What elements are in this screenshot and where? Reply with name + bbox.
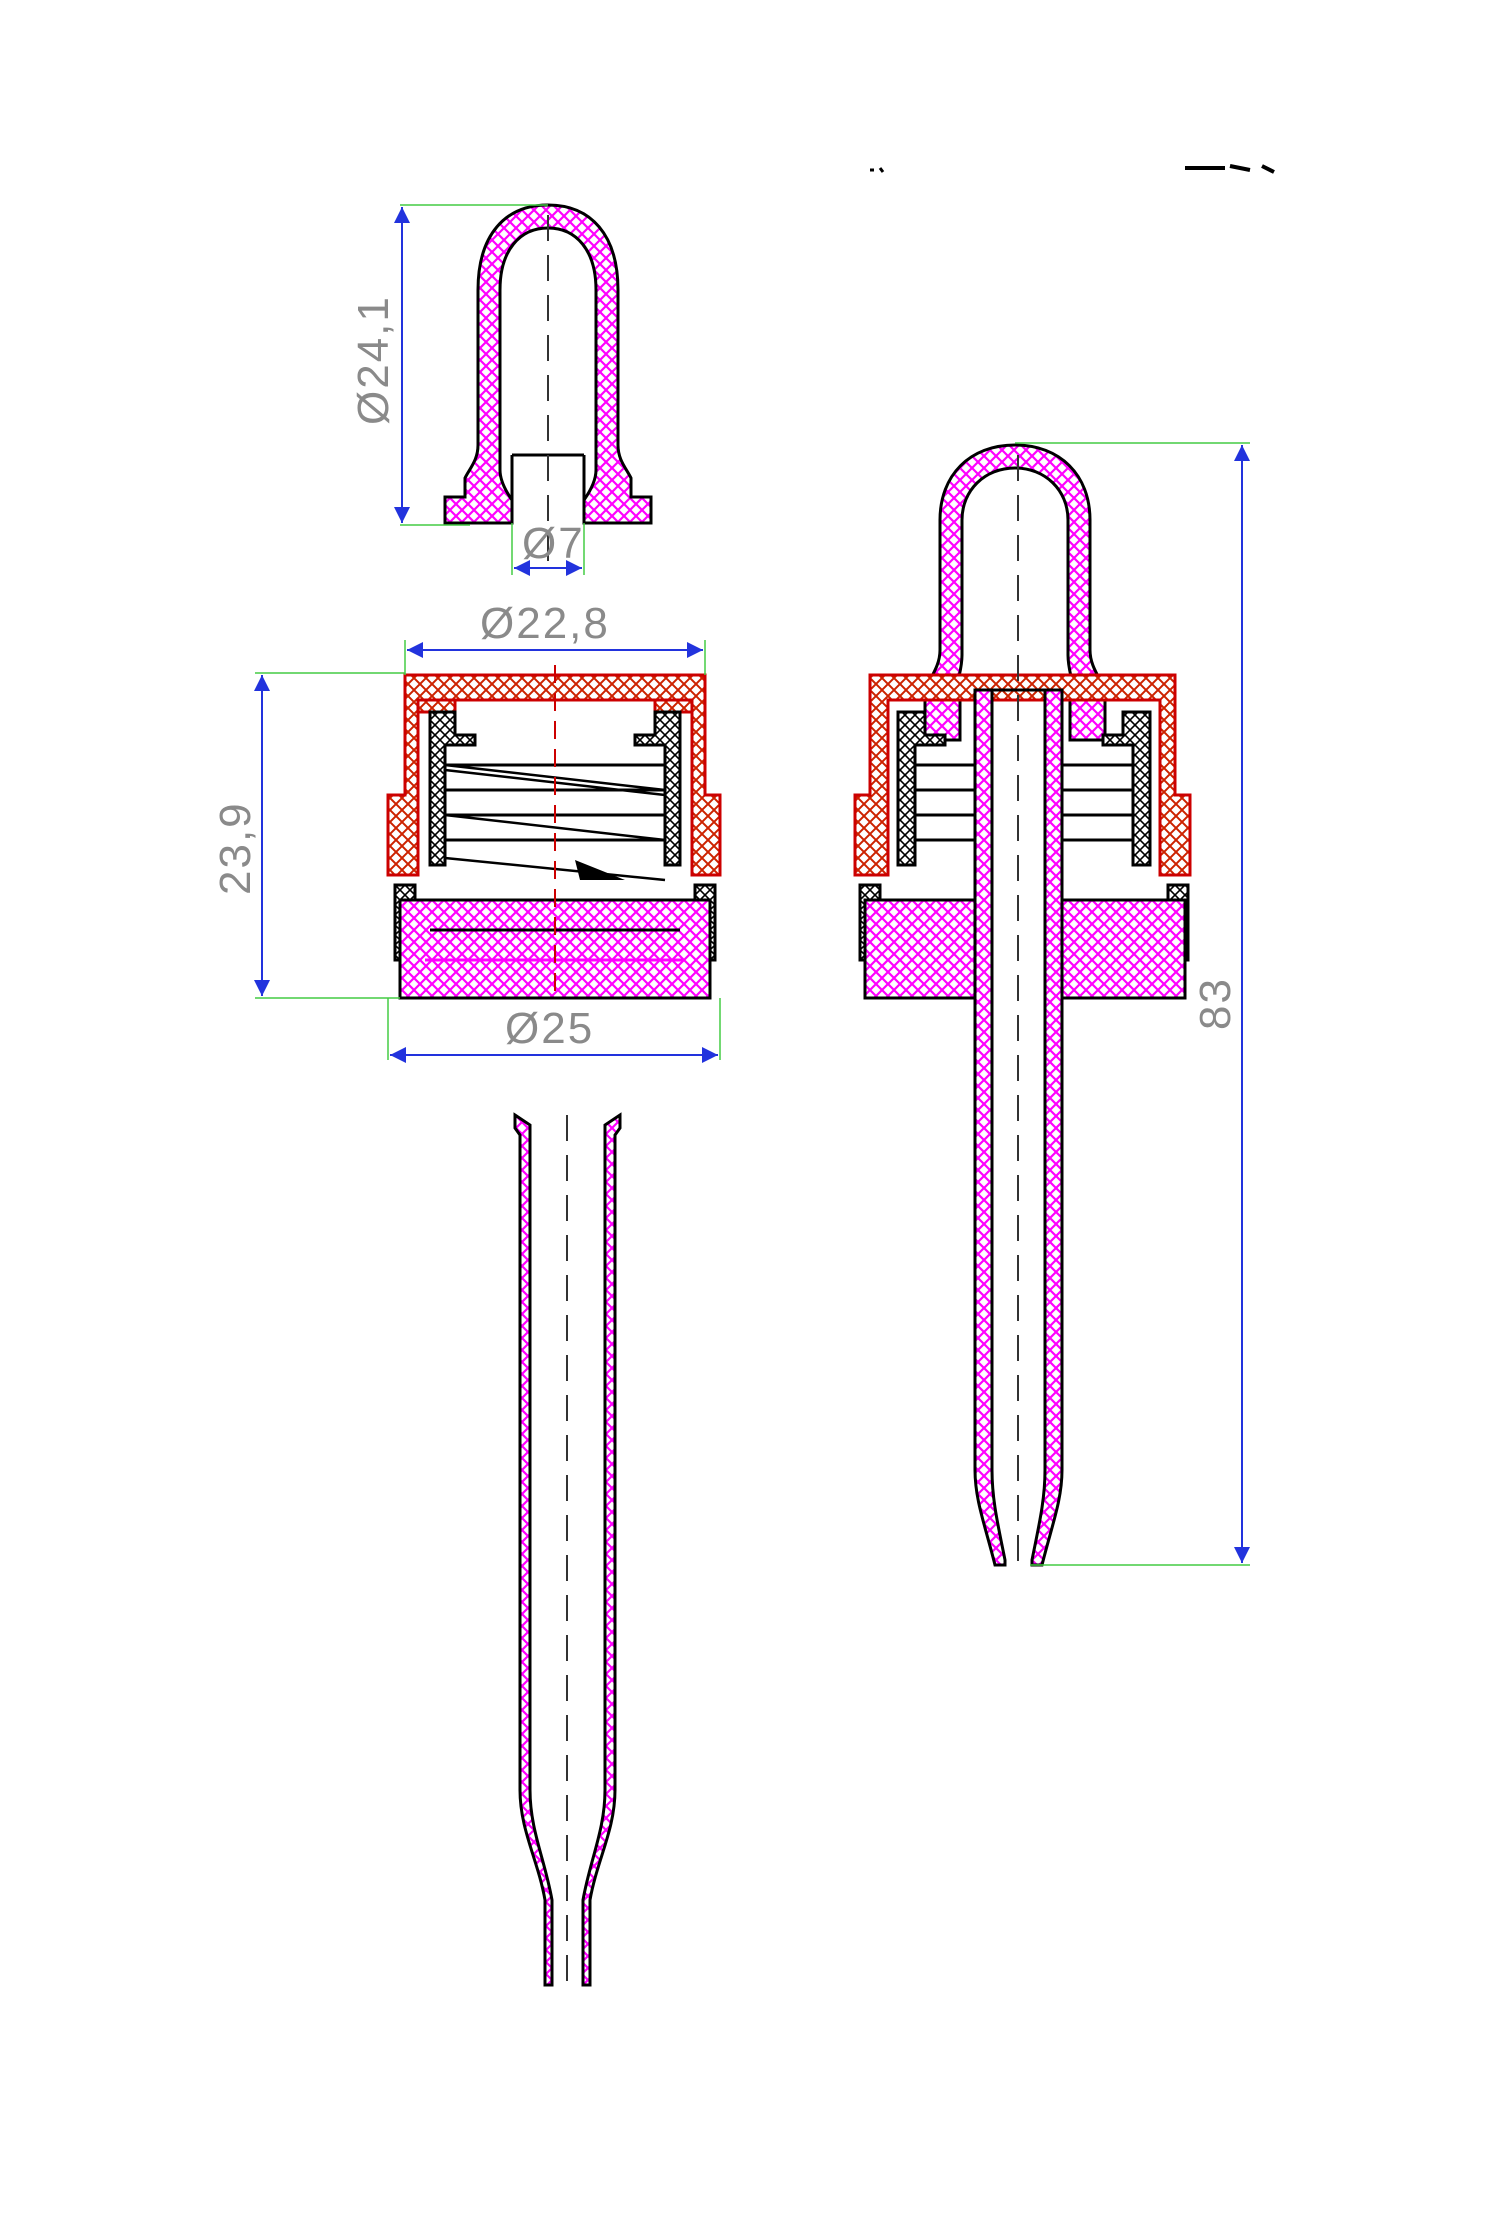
bulb-height-label: Ø24,1 bbox=[349, 295, 398, 425]
total-length-dimension: 83 bbox=[1015, 442, 1250, 1566]
bulb-height-dimension: Ø24,1 bbox=[349, 204, 548, 526]
header-marks bbox=[870, 164, 1275, 174]
bulb-neck-dimension: Ø7 bbox=[511, 519, 585, 576]
cap-bottom-dimension: Ø25 bbox=[387, 998, 721, 1063]
cap-top-dimension: Ø22,8 bbox=[404, 599, 706, 675]
cap-bottom-label: Ø25 bbox=[505, 1004, 594, 1053]
bulb-neck-label: Ø7 bbox=[522, 519, 585, 568]
assembled-dropper bbox=[853, 443, 1192, 1567]
total-length-label: 83 bbox=[1191, 977, 1240, 1030]
glass-pipette bbox=[513, 1112, 622, 1987]
cap-top-label: Ø22,8 bbox=[480, 599, 610, 648]
cap-height-label: 23,9 bbox=[211, 801, 260, 895]
cap-height-dimension: 23,9 bbox=[211, 672, 405, 999]
